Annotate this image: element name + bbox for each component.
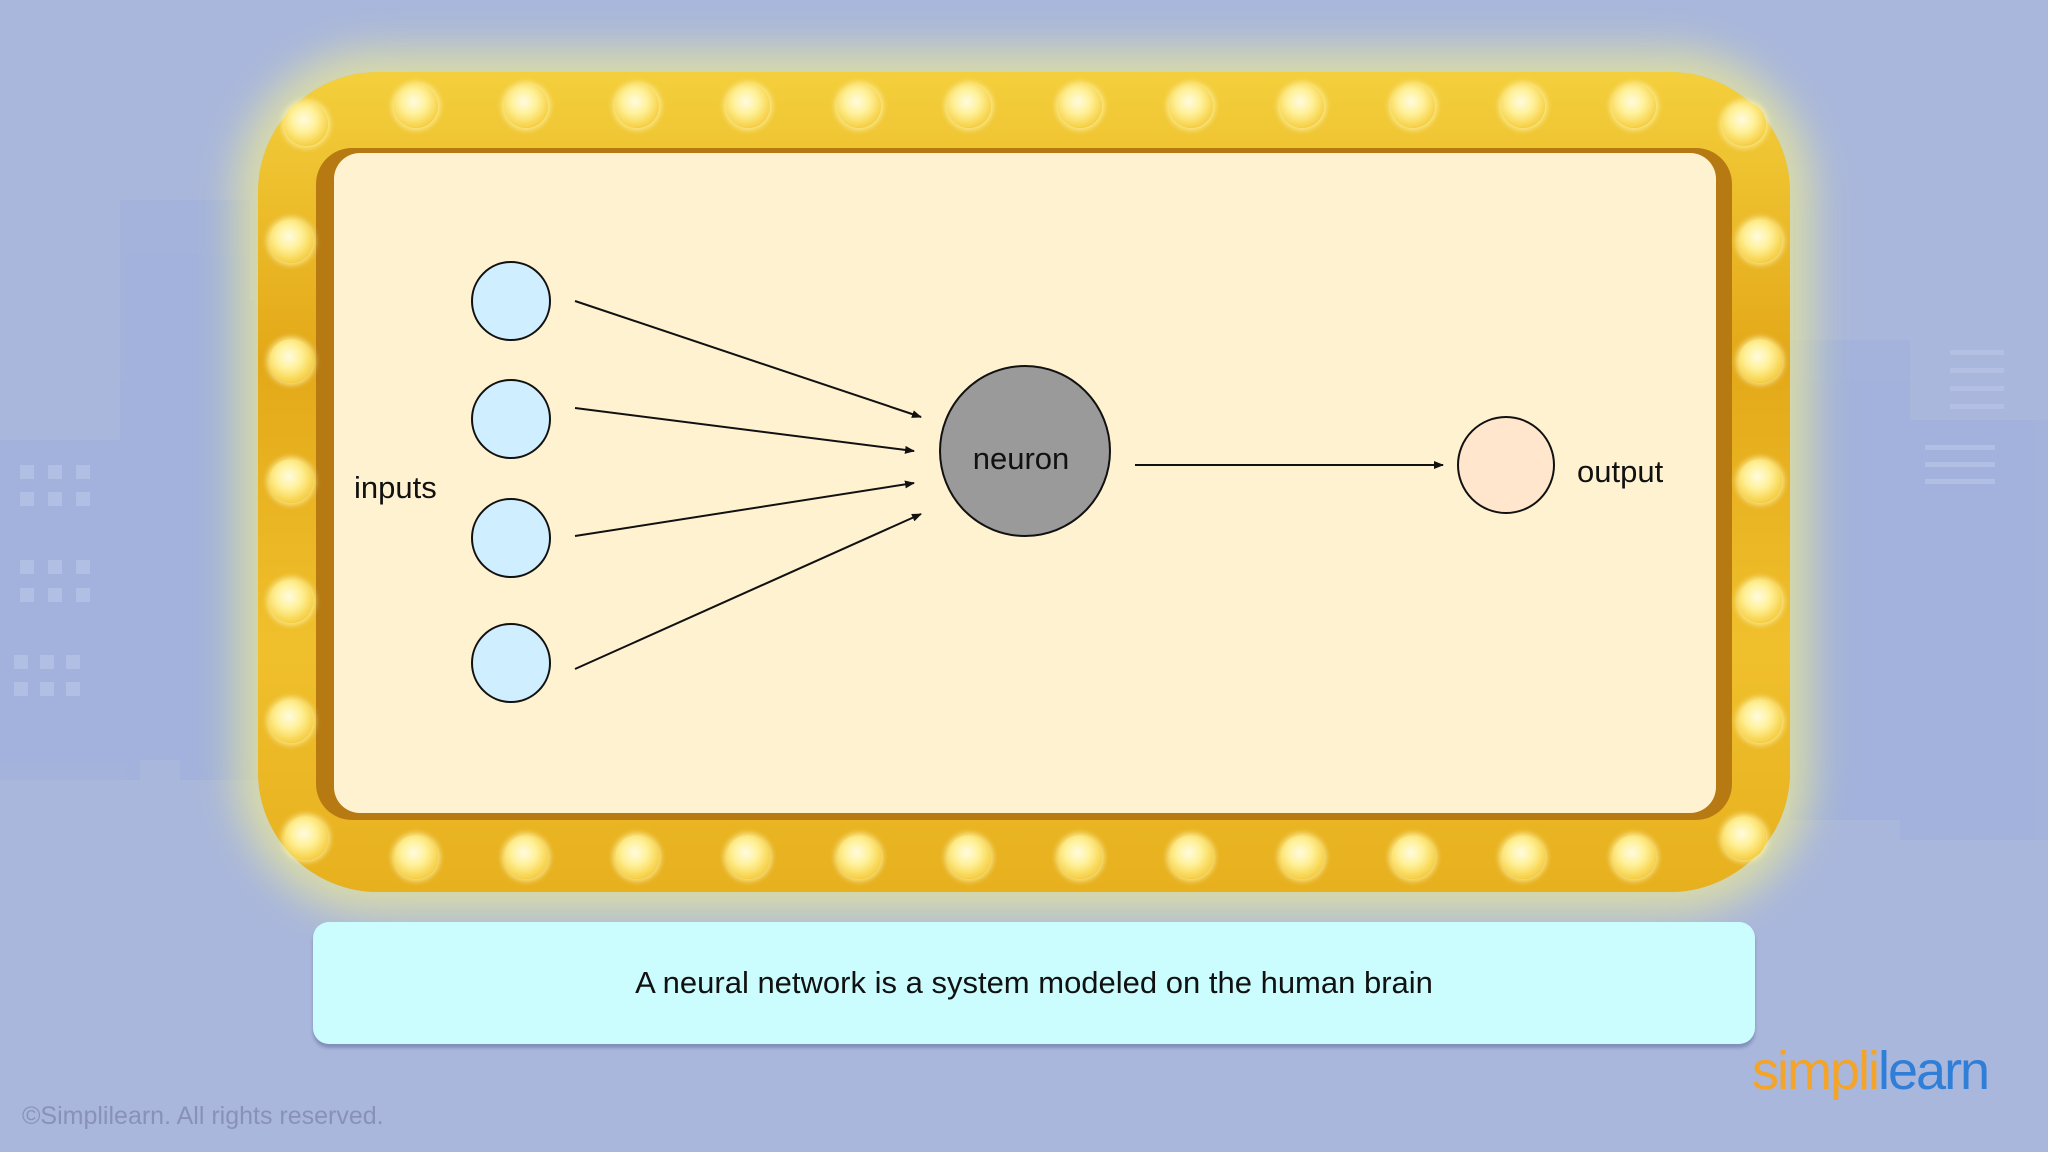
input-node-3 [471,498,551,578]
marquee-bulb [837,835,881,879]
marquee-bulb [1738,339,1782,383]
logo-part-learn: learn [1878,1041,1990,1101]
logo-part-simpli: simpli [1752,1041,1880,1101]
output-label: output [1577,454,1664,489]
marquee-bulb [1612,84,1656,128]
inputs-label: inputs [354,470,437,505]
neuron-node [939,365,1111,537]
marquee-bulb [284,102,328,146]
marquee-bulb [1738,459,1782,503]
marquee-bulb [269,219,313,263]
marquee-bulb [947,84,991,128]
marquee-bulb [284,816,328,860]
marquee-bulb [504,84,548,128]
input-arrow-3 [574,480,915,537]
input-node-1 [471,261,551,341]
marquee-bulb [1738,219,1782,263]
marquee-bulb [1612,835,1656,879]
marquee-bulb [269,699,313,743]
input-node-4 [471,623,551,703]
neuron-label: neuron [973,441,1070,476]
marquee-bulb [837,84,881,128]
marquee-bulb [1722,102,1766,146]
input-arrow-4 [574,513,922,670]
marquee-bulb [726,84,770,128]
marquee-bulb [1501,84,1545,128]
marquee-bulb [269,459,313,503]
input-arrow-1 [574,300,922,418]
marquee-bulb [1280,835,1324,879]
output-node [1457,416,1555,514]
marquee-bulb [394,835,438,879]
simplilearn-logo: simplilearn [1752,1040,1992,1110]
input-arrow-2 [574,407,915,454]
marquee-bulb [1058,835,1102,879]
marquee-bulb [269,339,313,383]
caption-text: A neural network is a system modeled on … [635,965,1433,1000]
marquee-bulb [394,84,438,128]
copyright-text: ©Simplilearn. All rights reserved. [22,1102,384,1130]
marquee-bulb [1722,816,1766,860]
marquee-bulb [1391,84,1435,128]
marquee-bulb [1169,84,1213,128]
marquee-bulb [1391,835,1435,879]
marquee-bulb [726,835,770,879]
marquee-bulb [269,579,313,623]
input-node-2 [471,379,551,459]
caption-box: A neural network is a system modeled on … [313,922,1755,1044]
marquee-bulb [1738,699,1782,743]
marquee-bulb [1501,835,1545,879]
marquee-bulb [615,835,659,879]
marquee-bulb [1058,84,1102,128]
marquee-bulb [504,835,548,879]
marquee-bulb [1738,579,1782,623]
marquee-bulb [615,84,659,128]
marquee-bulb [947,835,991,879]
marquee-bulb [1280,84,1324,128]
marquee-bulb [1169,835,1213,879]
